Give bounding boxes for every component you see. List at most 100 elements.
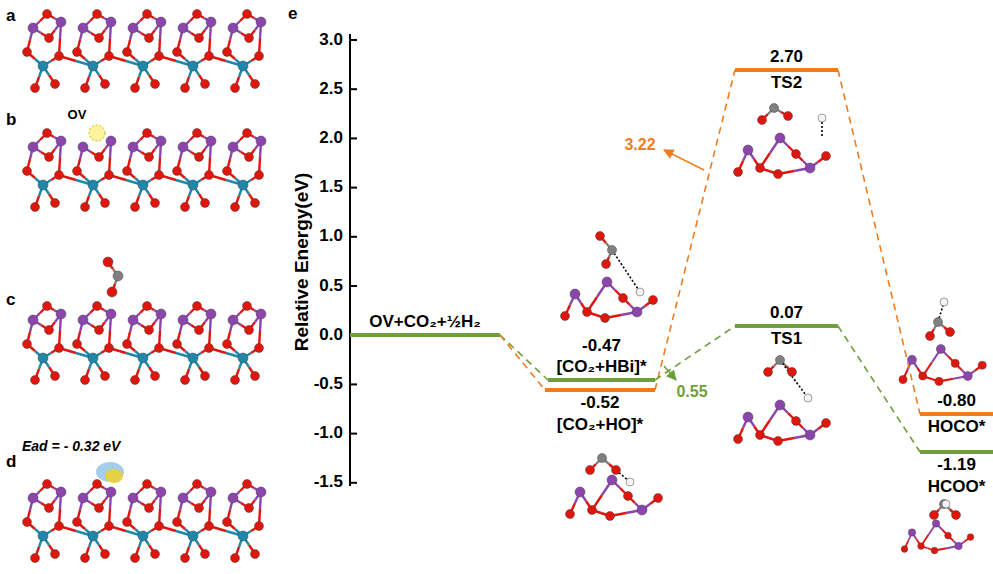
atom	[626, 478, 634, 486]
atom	[93, 302, 102, 311]
energy-level: -0.52[CO₂+HO]*	[545, 388, 655, 435]
atom	[955, 542, 963, 550]
atom	[56, 309, 66, 319]
atom	[775, 133, 785, 143]
atom	[223, 167, 232, 176]
atom	[131, 203, 140, 212]
atom	[256, 17, 266, 27]
atom	[143, 129, 152, 138]
atom	[128, 142, 138, 152]
atom	[95, 34, 104, 43]
adsorbate	[926, 298, 955, 341]
atom	[792, 417, 801, 426]
atom	[566, 510, 575, 519]
atom	[145, 326, 154, 335]
atom	[106, 309, 116, 319]
y-axis	[349, 34, 351, 486]
atom	[173, 340, 182, 349]
atom	[632, 307, 642, 317]
atom	[770, 104, 779, 113]
panel-letter: c	[6, 291, 15, 310]
atom	[38, 531, 48, 541]
atom	[602, 277, 612, 287]
atom	[73, 48, 82, 57]
atom	[743, 145, 753, 155]
atom	[756, 164, 765, 173]
atom	[188, 61, 198, 71]
atom	[88, 61, 98, 71]
axis-title: Relative Energy(eV)	[292, 173, 313, 351]
atom	[181, 84, 190, 93]
atom	[952, 511, 961, 520]
adsorption-energy: Ead = - 0.32 eV	[22, 439, 120, 454]
atom	[95, 504, 104, 513]
atom	[931, 547, 938, 554]
tick-label: 0.5	[319, 277, 343, 296]
atom	[575, 487, 585, 497]
adsorbate	[596, 232, 645, 297]
atom	[138, 61, 148, 71]
atom	[926, 332, 935, 341]
atom	[123, 48, 132, 57]
tick-label: 2.5	[319, 80, 343, 99]
atom	[43, 10, 52, 19]
atom	[228, 23, 238, 33]
atom	[607, 475, 617, 485]
atom	[649, 296, 658, 305]
atom	[55, 171, 64, 180]
atom	[561, 312, 570, 321]
vacancy-label: OV	[68, 108, 87, 122]
atom	[31, 554, 40, 563]
atom	[934, 318, 943, 327]
atom	[570, 289, 580, 299]
atom	[88, 353, 98, 363]
atom	[940, 298, 948, 306]
atom	[38, 180, 48, 190]
atom	[608, 246, 617, 255]
atom	[243, 480, 252, 489]
atom	[243, 129, 252, 138]
atom	[156, 17, 166, 27]
level-bar	[735, 68, 838, 72]
atom	[105, 52, 114, 61]
atom	[764, 368, 773, 377]
atom	[238, 531, 248, 541]
atom	[899, 376, 907, 384]
atom	[105, 522, 114, 531]
atom	[81, 203, 90, 212]
state-name: TS1	[771, 328, 802, 350]
atom	[245, 153, 254, 162]
axis-tick	[350, 285, 357, 287]
atom	[156, 136, 166, 146]
surface-cluster	[561, 277, 658, 323]
atom	[930, 511, 939, 520]
atom	[155, 171, 164, 180]
atom	[205, 171, 214, 180]
axis-tick	[350, 383, 357, 385]
atom	[56, 136, 66, 146]
atom	[55, 52, 64, 61]
atom	[131, 376, 140, 385]
atom	[206, 487, 216, 497]
adsorbate	[764, 356, 813, 403]
atom	[918, 543, 925, 550]
axis-tick	[350, 39, 357, 41]
atom	[31, 376, 40, 385]
atom	[95, 326, 104, 335]
atom	[946, 328, 955, 337]
energy-value: -1.19	[937, 454, 976, 476]
atom	[792, 150, 801, 159]
atom	[951, 359, 959, 367]
atom	[173, 48, 182, 57]
atom	[251, 372, 260, 381]
atom	[73, 340, 82, 349]
reaction-path	[500, 335, 548, 380]
atom	[251, 199, 260, 208]
axis-tick	[350, 236, 357, 238]
atom	[43, 302, 52, 311]
atom	[978, 361, 986, 369]
atom	[195, 34, 204, 43]
atom	[805, 430, 815, 440]
atom	[223, 340, 232, 349]
